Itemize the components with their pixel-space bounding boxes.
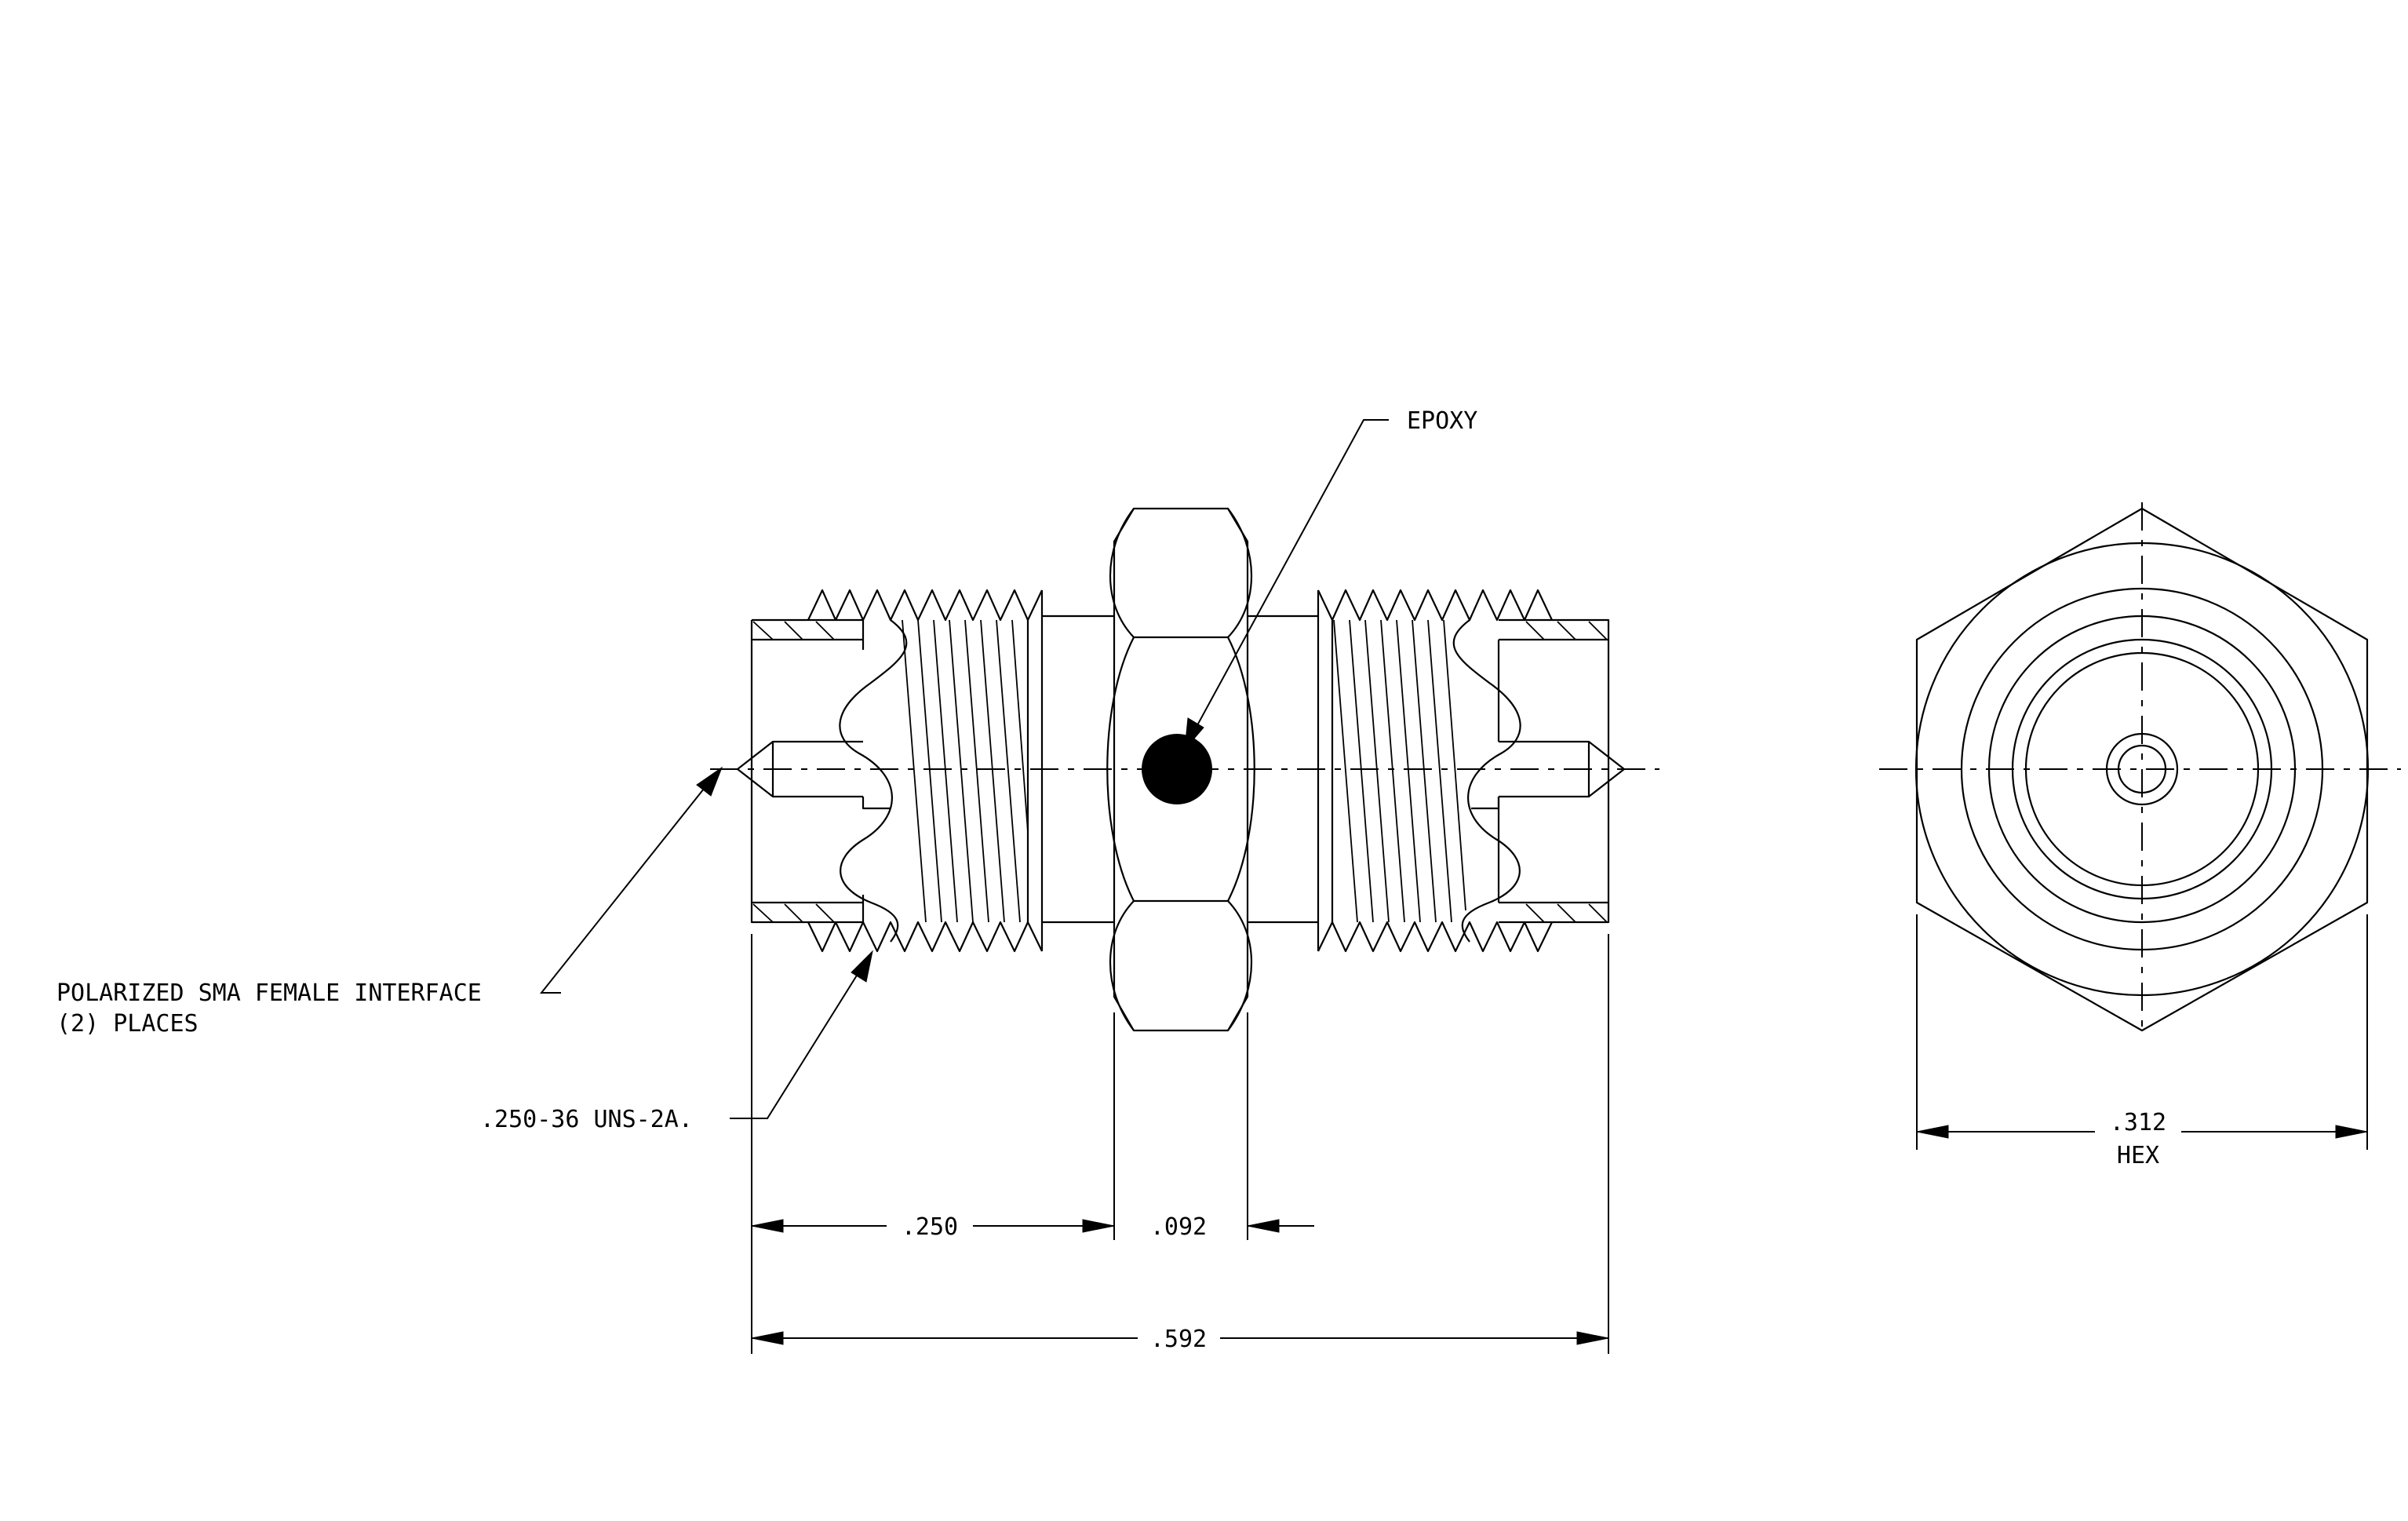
interface-label-line1: POLARIZED SMA FEMALE INTERFACE xyxy=(56,979,482,1007)
interface-leader xyxy=(539,766,723,994)
hex-label: HEX xyxy=(2117,1142,2159,1169)
dim-250-label: .250 xyxy=(902,1213,958,1241)
dim-092-label: .092 xyxy=(1150,1213,1207,1241)
interface-label-line2: (2) PLACES xyxy=(56,1010,199,1038)
right-sleeve xyxy=(1497,618,1610,924)
left-thread xyxy=(807,589,1044,953)
dimension-592 xyxy=(751,1331,1609,1345)
side-view xyxy=(710,507,1659,1354)
dimension-250 xyxy=(751,1219,1115,1233)
end-view xyxy=(1879,502,2401,1150)
dim-592-label: .592 xyxy=(1150,1326,1207,1353)
dimension-092 xyxy=(1247,1219,1314,1233)
thread-label: .250-36 UNS-2A. xyxy=(480,1106,693,1133)
dimension-312 xyxy=(1916,1125,2368,1139)
hex-nut-side xyxy=(1106,507,1255,1032)
epoxy-label: EPOXY xyxy=(1407,407,1477,435)
thread-leader xyxy=(730,950,873,1119)
left-sleeve xyxy=(750,618,865,924)
right-neck xyxy=(1248,615,1318,924)
epoxy-leader xyxy=(1184,419,1389,751)
extension-lines xyxy=(751,934,1609,1354)
dim-312-label: .312 xyxy=(2110,1109,2166,1136)
left-pin xyxy=(736,740,891,810)
hex-outline xyxy=(1915,507,2369,1032)
right-thread xyxy=(1317,589,1553,953)
epoxy-dot xyxy=(1142,734,1212,804)
left-neck xyxy=(1042,615,1114,924)
right-pin xyxy=(1471,740,1626,810)
